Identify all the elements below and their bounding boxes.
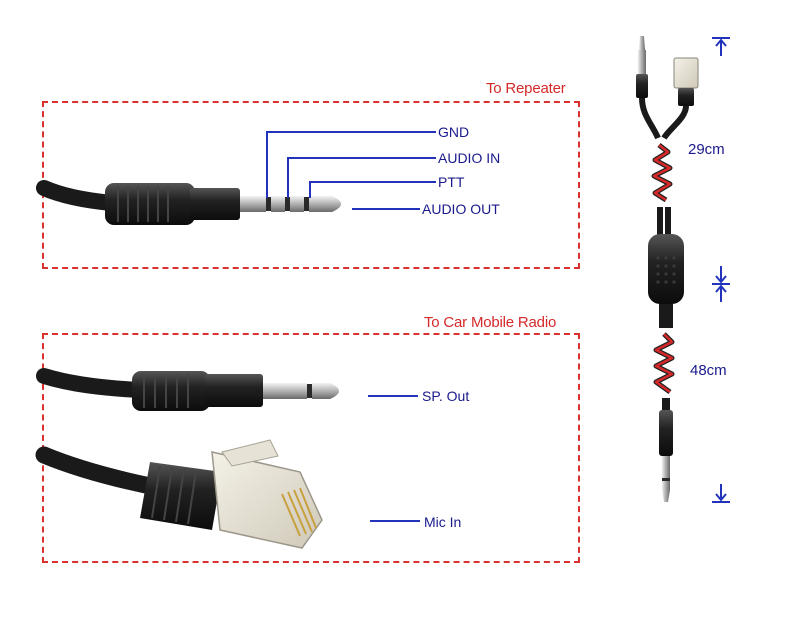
mobile-section-title: To Car Mobile Radio [424,314,557,331]
repeater-leader-lines [266,131,436,210]
audio-out-label: AUDIO OUT [422,201,500,217]
gnd-label: GND [438,124,470,140]
mobile-leader-lines [368,395,420,522]
trrs-plug [36,180,341,225]
upper-length-label: 29cm [688,141,725,158]
cable-overview [636,36,699,502]
mic-in-label: Mic In [424,514,462,530]
ptt-label: PTT [438,174,465,190]
audio-in-label: AUDIO IN [438,150,501,166]
rj45-plug [35,439,323,549]
lower-length-label: 48cm [690,362,727,379]
mono-plug [36,368,339,411]
repeater-section-title: To Repeater [486,80,566,97]
sp-out-label: SP. Out [422,388,470,404]
dimension-markers [712,37,730,503]
